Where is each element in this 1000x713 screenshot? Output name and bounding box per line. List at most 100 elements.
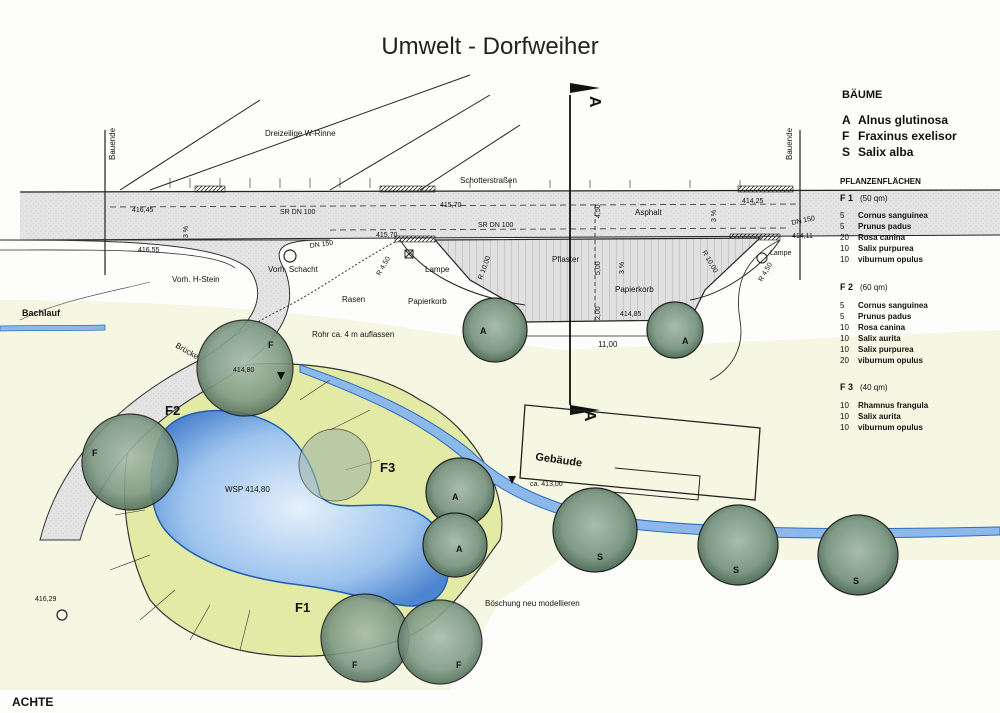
height-7: 414,85 (620, 311, 642, 318)
label-bachlauf: Bachlauf (22, 308, 61, 318)
bauende-left: Bauende (108, 127, 117, 160)
legend-area-f3-label: F 3 (840, 382, 853, 392)
tree-label-a1: A (480, 326, 487, 336)
slope-2: 3 % (711, 210, 718, 222)
radius-450b: R 4,50 (758, 262, 774, 283)
plaza (433, 237, 762, 323)
label-dn150b: DN 150 (791, 215, 816, 227)
f1-item-name: Cornus sanguinea (858, 211, 928, 220)
dim-200: 2,00 (595, 306, 602, 320)
slope-1: 3 % (183, 226, 190, 238)
f3-item-qty: 10 (840, 423, 849, 432)
f1-item-qty: 5 (840, 211, 845, 220)
legend-tree-code-s: S (842, 145, 850, 159)
legend-tree-name-f: Fraxinus exelisor (858, 129, 957, 143)
f2-item-name: Salix purpurea (858, 345, 914, 354)
height-4: 415,70 (376, 232, 398, 239)
f2-item-name: Salix aurita (858, 334, 901, 343)
survey-point-icon (56, 609, 68, 621)
height-9: 416,29 (35, 596, 57, 603)
legend-tree-code-a: A (842, 113, 851, 127)
f1-item-name: Salix purpurea (858, 244, 914, 253)
tree-label-s2: S (733, 565, 739, 575)
legend-area-f2-label: F 2 (840, 282, 853, 292)
tree-label-f2: F (92, 448, 98, 458)
height-3: 415,70 (440, 202, 462, 209)
lamp-icon (404, 249, 414, 259)
f2-item-qty: 10 (840, 334, 849, 343)
label-lampe-left: Lampe (425, 265, 450, 274)
dim-1100: 11,00 (598, 340, 618, 349)
label-hstein: Vorh. H-Stein (172, 275, 220, 284)
label-lampe-right: Lampe (770, 250, 792, 257)
f1-item-name: viburnum opulus (858, 255, 923, 264)
legend-tree-code-f: F (842, 129, 849, 143)
tree-a2: A (646, 301, 704, 359)
label-schacht: Vorh. Schacht (268, 265, 319, 274)
section-marker-top: A (586, 96, 603, 108)
height-1: 416,45 (132, 207, 154, 214)
tree-label-a4: A (456, 544, 463, 554)
label-sr1: SR DN 100 (280, 209, 316, 216)
tree-a4: A (422, 512, 488, 578)
radius-450a: R 4,50 (376, 256, 392, 277)
f1-item-qty: 10 (840, 244, 849, 253)
tree-f2: F (81, 413, 179, 511)
legend-trees-heading: BÄUME (842, 88, 882, 101)
f2-item-qty: 10 (840, 323, 849, 332)
page-title: Umwelt - Dorfweiher (381, 33, 598, 60)
f3-item-name: viburnum opulus (858, 423, 923, 432)
legend-tree-name-a: Alnus glutinosa (858, 113, 948, 127)
f2-item-qty: 10 (840, 345, 849, 354)
slope-3: 3 % (619, 262, 626, 274)
area-f3: F3 (380, 460, 395, 475)
f3-item-name: Salix aurita (858, 412, 901, 421)
tree-f3: F (320, 593, 410, 683)
label-boeschung: Böschung neu modellieren (485, 599, 580, 608)
f1-item-qty: 20 (840, 233, 849, 242)
tree-label-a2: A (682, 336, 689, 346)
tree-label-f1: F (268, 340, 274, 350)
tree-label-s1: S (597, 552, 603, 562)
height-6: 414,11 (792, 233, 813, 240)
label-pflaster: Pflaster (552, 255, 579, 264)
label-sr2: SR DN 100 (478, 222, 514, 229)
legend-area-f2-size: (60 qm) (860, 283, 888, 292)
label-rinne: Dreizeilige W-Rinne (265, 129, 336, 138)
f1-item-qty: 5 (840, 222, 845, 231)
height-ca413: ca. 413,00 (530, 481, 563, 488)
f2-item-name: Prunus padus (858, 312, 912, 321)
label-papierkorb-left: Papierkorb (408, 297, 447, 306)
f2-item-qty: 20 (840, 356, 849, 365)
height-2: 416,55 (138, 247, 160, 254)
f2-item-qty: 5 (840, 301, 845, 310)
manhole-icon (283, 249, 297, 263)
label-papierkorb-right: Papierkorb (615, 285, 654, 294)
tree-f4: F (397, 599, 483, 685)
legend-area-f1-label: F 1 (840, 193, 853, 203)
legend-area-f3-size: (40 qm) (860, 383, 888, 392)
section-marker-bottom: A (581, 410, 598, 422)
legend-area-f1-size: (50 qm) (860, 194, 888, 203)
tree-label-f4: F (456, 660, 462, 670)
legend-tree-name-s: Salix alba (858, 145, 914, 159)
lamp-icon-right (756, 252, 768, 264)
f1-item-qty: 10 (840, 255, 849, 264)
label-wsp: WSP 414,80 (225, 485, 270, 494)
tree-label-a3: A (452, 492, 459, 502)
legend: BÄUME A Alnus glutinosa F Fraxinus exeli… (840, 88, 957, 432)
tree-label-f3: F (352, 660, 358, 670)
label-rasen: Rasen (342, 295, 365, 304)
dim-500: 5,00 (595, 261, 602, 275)
tree-s1: S (552, 487, 638, 573)
f3-item-qty: 10 (840, 412, 849, 421)
dim-450: 4,50 (595, 204, 602, 218)
sheet-label: ACHTE (12, 695, 53, 709)
f3-item-name: Rhamnus frangula (858, 401, 929, 410)
f1-item-name: Rosa canina (858, 233, 906, 242)
area-f2: F2 (165, 403, 180, 418)
f3-item-qty: 10 (840, 401, 849, 410)
outlet-marker-icon (277, 372, 285, 380)
label-schotter: Schotterstraßen (460, 176, 517, 185)
